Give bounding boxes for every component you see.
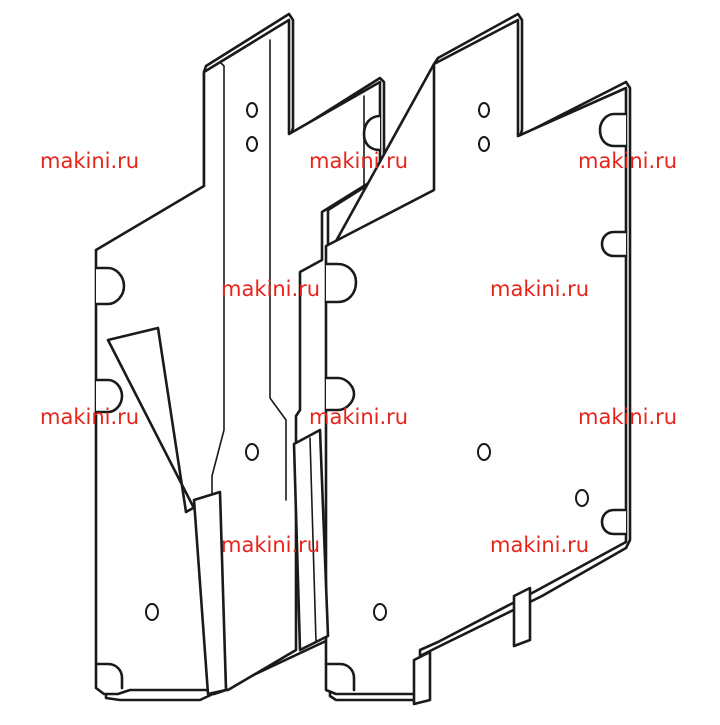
- right-plate-notch-top: [324, 262, 358, 304]
- right-plate-blade-edge: [309, 437, 317, 643]
- left-plate-center-strip: [211, 61, 225, 497]
- right-plate-hole-3: [477, 443, 491, 461]
- right-plate-notch-mid: [324, 376, 356, 412]
- left-plate-center-strip-right: [269, 39, 287, 501]
- right-plate-blade: [292, 428, 330, 652]
- right-plate-hole-5: [373, 603, 387, 621]
- left-plate-upper-notch: [362, 114, 382, 152]
- left-plate-hole-2: [246, 136, 258, 152]
- right-plate-hole-2: [478, 136, 490, 152]
- right-plate-face: [324, 18, 628, 696]
- right-plate-notch-right-mid: [600, 230, 628, 258]
- left-plate-face: [94, 18, 382, 696]
- right-plate-pin-1: [412, 650, 432, 706]
- left-plate-notch-top: [94, 266, 126, 306]
- right-plate-notch-right-top: [598, 112, 628, 148]
- left-plate-hole-1: [246, 102, 258, 118]
- right-plate-hole-4: [575, 489, 589, 507]
- left-plate-lever-front: [192, 490, 228, 696]
- right-plate-hole-1: [478, 102, 490, 118]
- left-plate-notch-mid: [94, 378, 124, 414]
- left-plate-hole-4: [145, 603, 159, 621]
- right-plate-notch-right-bottom: [600, 508, 628, 536]
- left-plate-hole-3: [245, 443, 259, 461]
- right-plate: [292, 12, 632, 706]
- right-plate-notch-bottom: [324, 662, 356, 692]
- left-plate-notch-bottom: [94, 662, 124, 690]
- right-plate-pin-2: [512, 586, 532, 648]
